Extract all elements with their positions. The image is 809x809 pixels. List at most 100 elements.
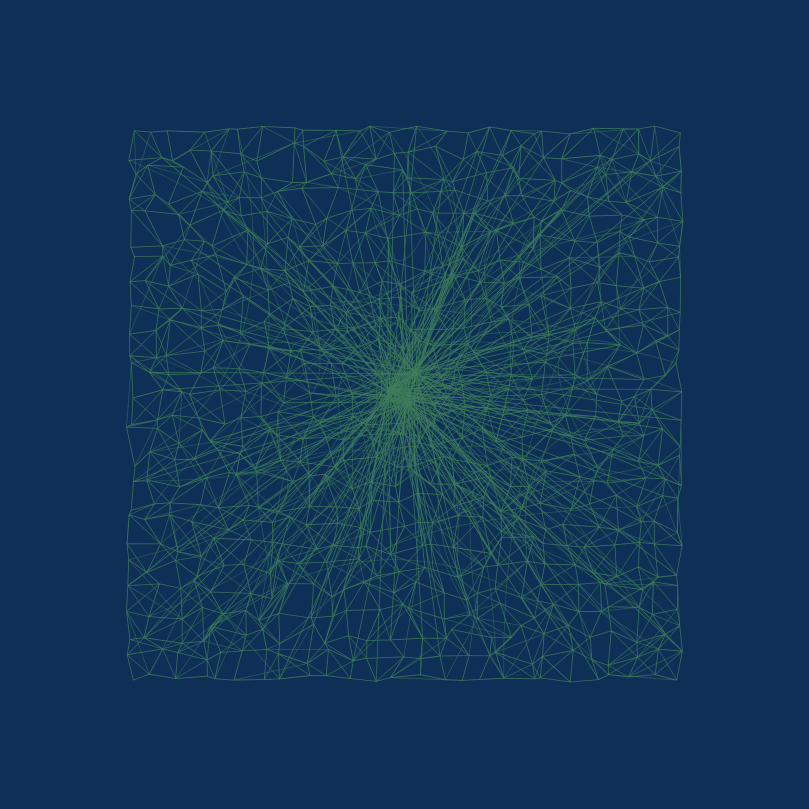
web-strand [625, 202, 658, 218]
web-strand [174, 459, 181, 488]
web-strand [160, 514, 170, 545]
web-strand [461, 437, 488, 466]
web-strand [399, 283, 421, 312]
web-strand [330, 156, 344, 174]
web-strand [293, 130, 361, 144]
web-curve [206, 182, 669, 392]
web-strand [332, 285, 361, 293]
web-strand [328, 648, 351, 679]
web-strand [443, 179, 454, 183]
web-strand [650, 388, 653, 410]
web-strand [461, 655, 470, 681]
web-strand [593, 127, 624, 130]
web-strand [631, 160, 651, 173]
web-strand [583, 526, 600, 548]
web-curve [206, 159, 613, 329]
web-strand [476, 602, 501, 619]
web-strand [197, 273, 202, 312]
web-strand [157, 414, 173, 429]
web-strand [596, 166, 610, 202]
web-strand [365, 232, 389, 239]
web-strand [597, 266, 601, 284]
web-strand [415, 371, 471, 615]
web-strand [134, 419, 158, 467]
web-strand [323, 160, 332, 175]
web-strand [126, 426, 158, 429]
web-strand [303, 285, 334, 293]
web-strand [533, 133, 544, 159]
web-strand [570, 479, 595, 510]
web-strand [284, 236, 289, 272]
web-strand [553, 428, 617, 496]
web-strand [608, 200, 627, 204]
web-strand [390, 554, 400, 573]
web-strand [331, 589, 345, 598]
web-strand [177, 551, 225, 566]
web-strand [578, 582, 601, 585]
web-strand [175, 555, 202, 561]
web-strand [246, 229, 249, 266]
web-strand [638, 287, 645, 311]
web-strand [301, 187, 317, 225]
web-strand [325, 675, 351, 679]
web-strand [303, 263, 338, 292]
web-strand [540, 460, 547, 472]
web-strand [453, 505, 484, 518]
web-strand [222, 613, 280, 680]
web-strand [389, 391, 397, 487]
web-strand [541, 130, 544, 159]
web-strand [416, 190, 442, 375]
web-strand [196, 565, 225, 577]
web-strand [422, 545, 426, 568]
web-strand [518, 177, 523, 197]
web-strand [417, 372, 510, 390]
web-strand [272, 521, 274, 543]
web-strand [263, 678, 280, 680]
web-strand [366, 656, 405, 659]
web-strand [378, 317, 382, 340]
web-strand [543, 633, 574, 651]
web-strand [238, 368, 247, 392]
web-strand [513, 145, 522, 169]
web-strand [605, 171, 632, 176]
web-strand [411, 265, 444, 294]
web-strand [619, 219, 645, 232]
web-strand [569, 128, 639, 135]
web-strand [509, 486, 523, 509]
web-strand [375, 152, 395, 160]
web-strand [607, 665, 629, 678]
web-strand [178, 213, 185, 241]
web-strand [462, 159, 535, 218]
web-strand [336, 506, 360, 510]
web-strand [177, 640, 205, 653]
web-strand [180, 588, 203, 608]
web-strand [283, 392, 311, 404]
web-strand [293, 129, 304, 144]
web-strand [593, 479, 608, 484]
web-strand [159, 583, 182, 589]
web-strand [217, 507, 230, 531]
web-strand [127, 372, 413, 586]
web-strand [637, 648, 659, 658]
web-strand [130, 362, 150, 373]
web-strand [638, 566, 644, 591]
web-strand [250, 593, 273, 600]
web-strand [129, 255, 164, 335]
web-strand [597, 282, 617, 287]
web-strand [171, 414, 180, 444]
web-strand [366, 639, 391, 641]
web-strand [129, 304, 132, 335]
web-strand [332, 610, 347, 617]
web-strand [541, 386, 574, 395]
web-strand [260, 177, 418, 376]
web-strand [181, 399, 410, 620]
web-curve [437, 220, 542, 601]
web-strand [638, 388, 652, 424]
web-strand [432, 494, 443, 524]
web-strand [169, 319, 251, 345]
web-strand [169, 239, 185, 266]
web-curve [197, 197, 270, 378]
web-strand [132, 389, 164, 399]
web-strand [614, 542, 640, 546]
web-strand [272, 542, 288, 584]
